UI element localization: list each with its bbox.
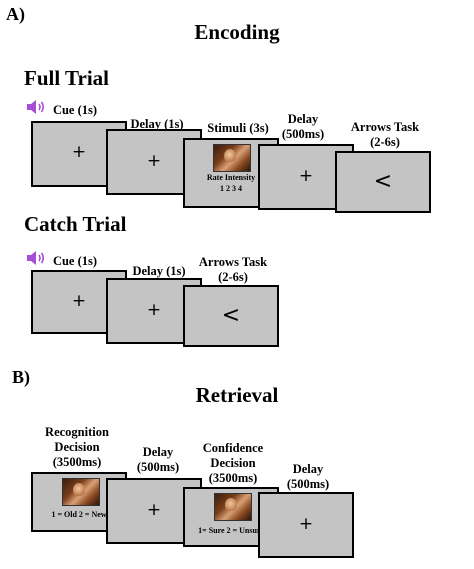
fixation-cross: + [146, 500, 162, 520]
full-arrows-label: Arrows Task (2-6s) [350, 120, 420, 149]
retrieval-delay2-screen: + [258, 492, 354, 558]
catch-arrows-label: Arrows Task (2-6s) [198, 255, 268, 284]
retrieval-delay1-label: Delay (500ms) [136, 445, 180, 474]
catch-trial-title: Catch Trial [24, 212, 127, 236]
confidence-options: 1= Sure 2 = Unsure [198, 526, 264, 535]
catch-arrows-screen: < [183, 285, 279, 347]
arrow-stimulus: < [221, 303, 241, 328]
catch-delay-label: Delay (1s) [132, 264, 186, 278]
fixation-cross: + [146, 300, 162, 320]
fixation-cross: + [298, 514, 314, 534]
full-cue-label: Cue (1s) [52, 103, 98, 117]
panel-a-label: A) [6, 4, 25, 24]
full-arrows-screen: < [335, 151, 431, 213]
speaker-icon [27, 100, 45, 114]
emotional-image [62, 478, 100, 506]
confidence-label: Confidence Decision (3500ms) [202, 441, 264, 485]
fixation-cross: + [146, 151, 162, 171]
catch-cue-label: Cue (1s) [52, 254, 98, 268]
emotional-image [213, 144, 251, 172]
fixation-cross: + [298, 166, 314, 186]
full-trial-title: Full Trial [24, 66, 109, 90]
recognition-label: Recognition Decision (3500ms) [45, 425, 109, 469]
fixation-cross: + [71, 142, 87, 162]
arrow-stimulus: < [373, 169, 393, 194]
emotional-image [214, 493, 252, 521]
speaker-icon [27, 251, 45, 265]
full-stimuli-label: Stimuli (3s) [207, 121, 269, 135]
rating-prompt: Rate Intensity [206, 173, 256, 182]
rating-scale: 1 2 3 4 [220, 184, 242, 193]
retrieval-delay2-label: Delay (500ms) [286, 462, 330, 491]
full-delay2-label: Delay (500ms) [281, 112, 325, 141]
full-delay1-label: Delay (1s) [130, 117, 184, 131]
panel-b-title: Retrieval [195, 383, 279, 407]
panel-a-title: Encoding [194, 20, 280, 44]
panel-b-label: B) [12, 367, 30, 387]
recognition-options: 1 = Old 2 = New [51, 510, 107, 519]
fixation-cross: + [71, 291, 87, 311]
